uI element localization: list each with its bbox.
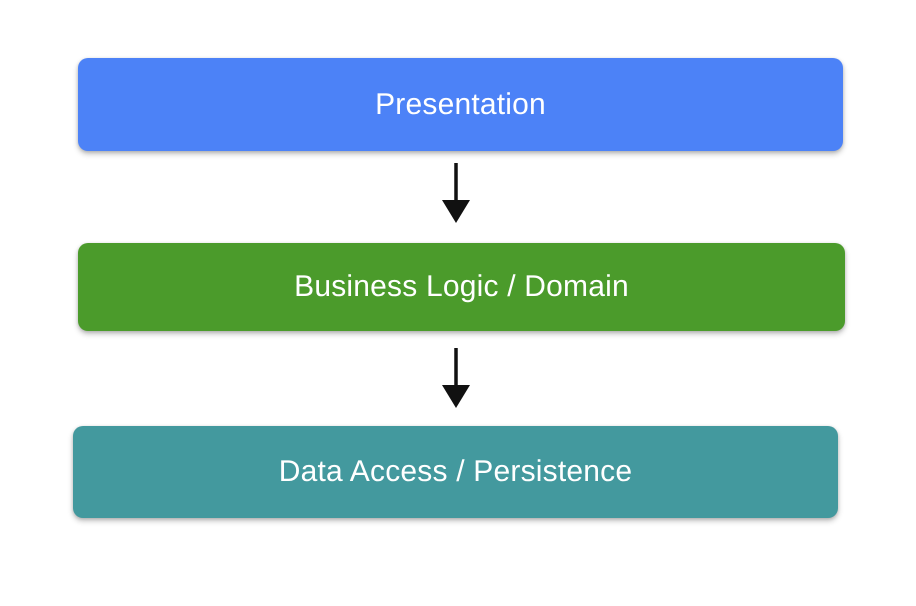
down-arrow-icon [442,200,470,223]
down-arrow-icon [442,385,470,408]
node-data-access[interactable]: Data Access / Persistence [73,426,838,518]
node-presentation[interactable]: Presentation [78,58,843,151]
node-business-logic-label: Business Logic / Domain [294,270,629,303]
node-business-logic[interactable]: Business Logic / Domain [78,243,845,331]
node-data-access-label: Data Access / Persistence [278,455,633,488]
edge-presentation-to-business-logic [442,163,470,223]
node-presentation-label: Presentation [375,87,546,121]
edge-business-logic-to-data-access [442,348,470,408]
